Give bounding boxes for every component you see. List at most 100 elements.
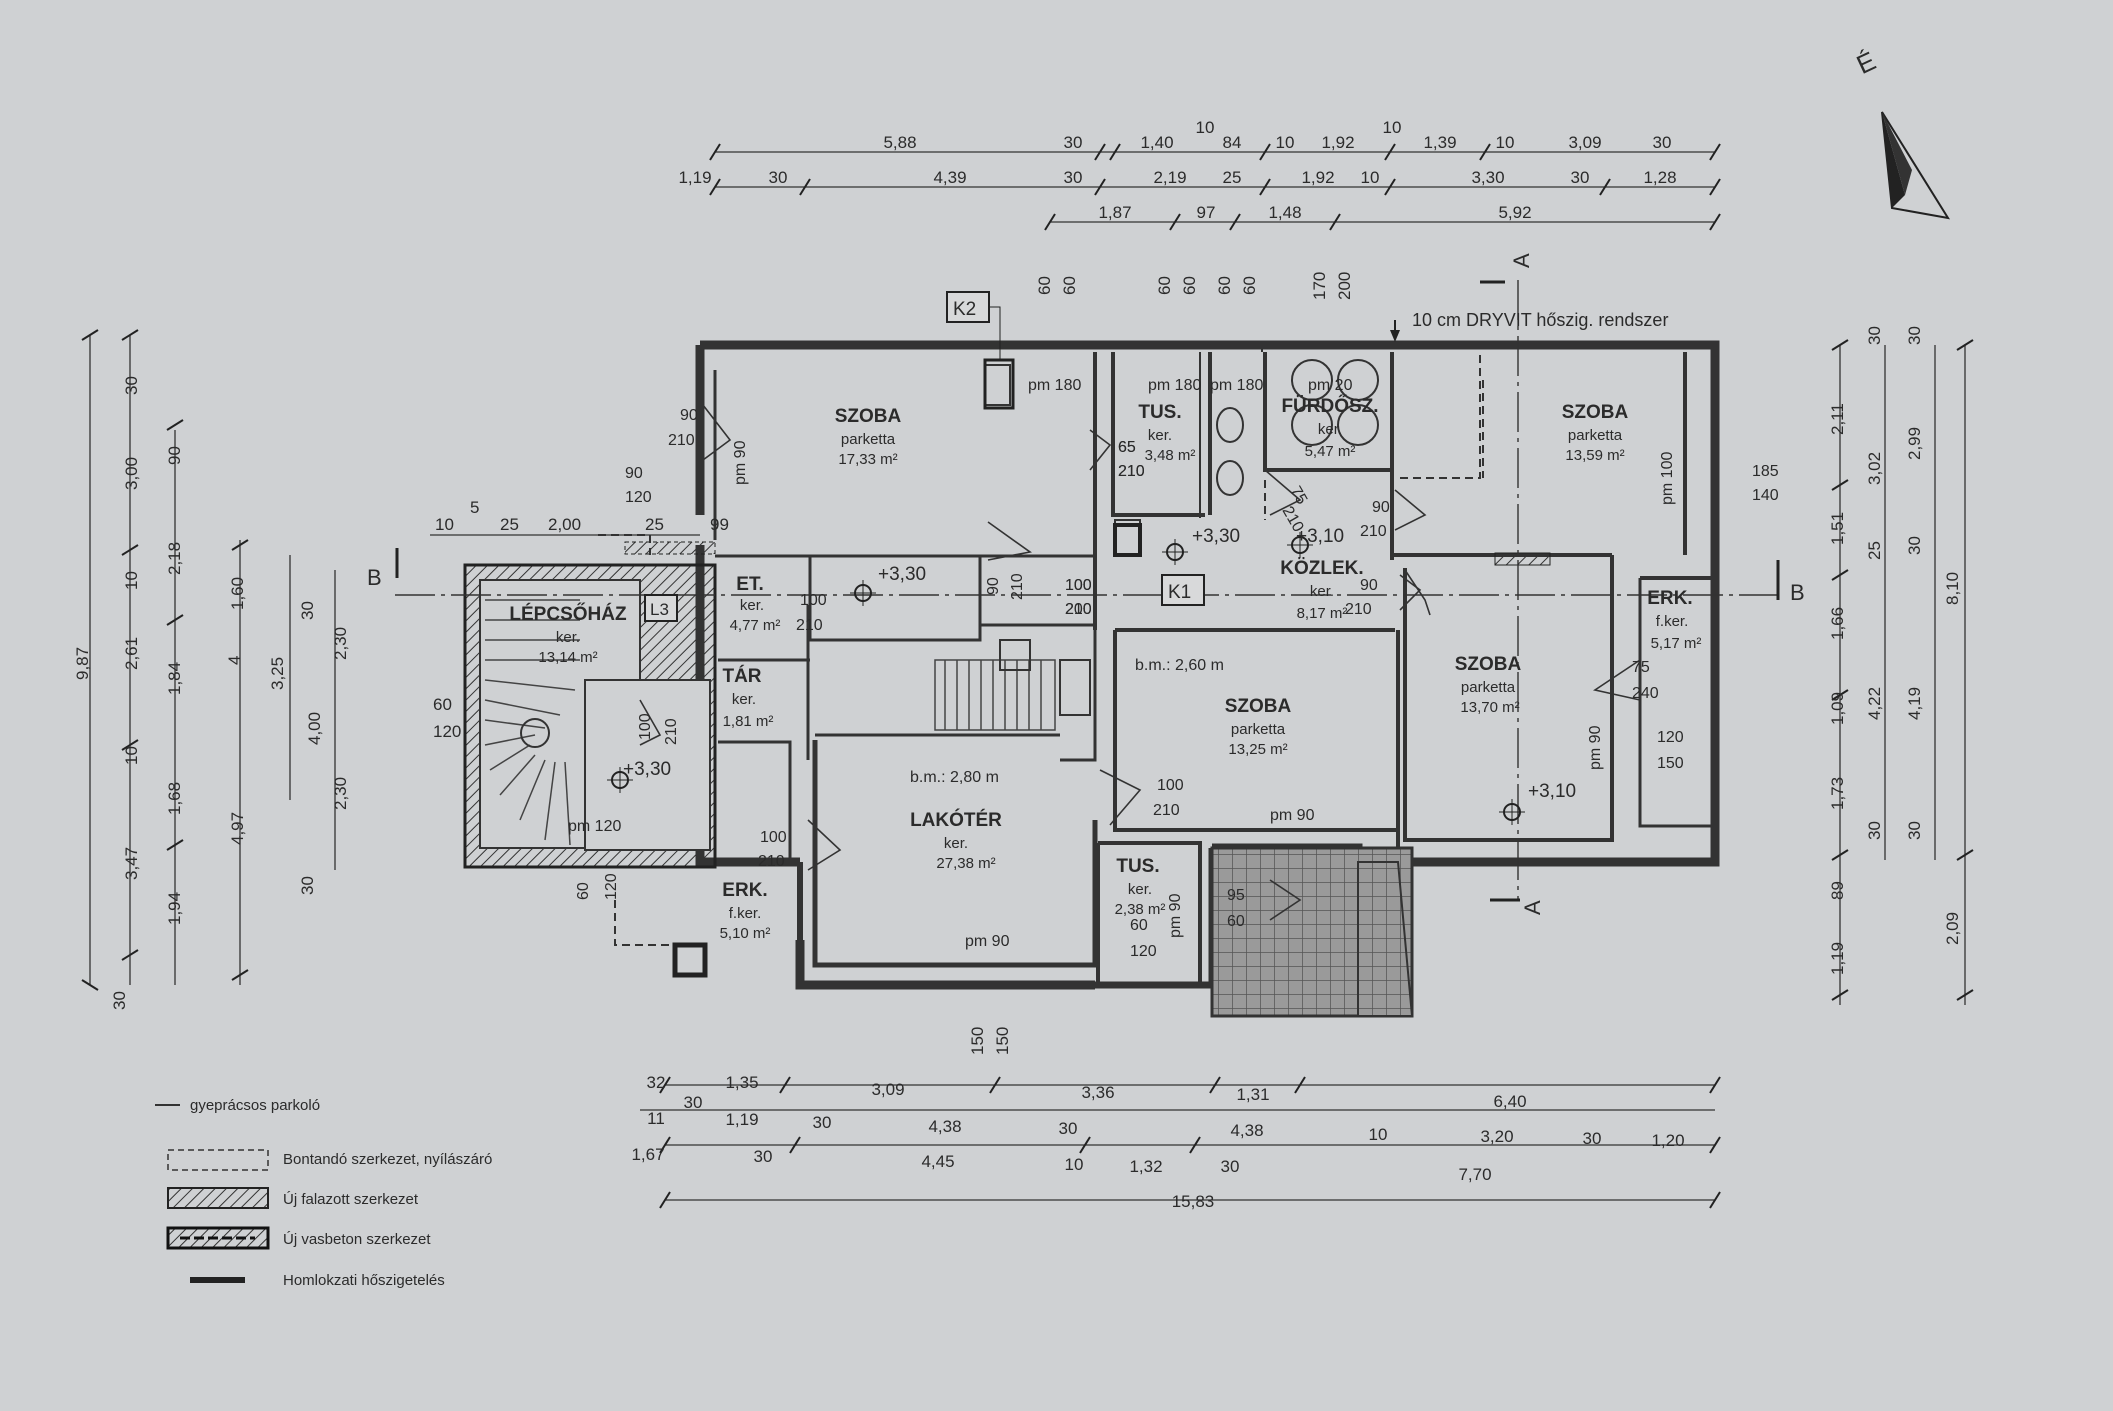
svg-text:4,38: 4,38 <box>928 1117 961 1136</box>
svg-text:10: 10 <box>1496 133 1515 152</box>
svg-text:1,39: 1,39 <box>1423 133 1456 152</box>
svg-text:3,00: 3,00 <box>122 457 141 490</box>
svg-text:1,66: 1,66 <box>1828 607 1847 640</box>
left-dimensions: 9,87 30 3,00 10 2,61 10 3,47 30 90 2,18 … <box>73 376 350 1010</box>
svg-text:32: 32 <box>647 1073 666 1092</box>
room-erkely-west: ERK. f.ker. 5,10 m² <box>720 880 771 942</box>
room-lakoter: LAKÓTÉR ker. 27,38 m² <box>910 809 1002 872</box>
svg-text:100: 100 <box>1065 577 1092 594</box>
section-label: B <box>367 565 382 590</box>
svg-text:30: 30 <box>122 376 141 395</box>
dimension-lines <box>89 151 1966 1201</box>
svg-text:2,61: 2,61 <box>122 637 141 670</box>
svg-text:1,68: 1,68 <box>165 782 184 815</box>
tag-k1: K1 <box>1161 574 1205 606</box>
room-szoba-4: SZOBA parketta 13,25 m² <box>1225 696 1292 758</box>
svg-text:+3,30: +3,30 <box>623 759 671 780</box>
level-marker: +3,30 <box>607 759 671 793</box>
svg-text:+3,10: +3,10 <box>1528 781 1576 802</box>
svg-text:10: 10 <box>1369 1125 1388 1144</box>
svg-text:3,47: 3,47 <box>122 847 141 880</box>
svg-text:2,11: 2,11 <box>1828 403 1847 435</box>
svg-text:10: 10 <box>435 515 454 534</box>
svg-text:ker.: ker. <box>944 835 968 852</box>
svg-text:4,45: 4,45 <box>921 1152 954 1171</box>
svg-text:1,35: 1,35 <box>725 1073 758 1092</box>
svg-text:210: 210 <box>1118 463 1145 480</box>
svg-text:65: 65 <box>1118 439 1136 456</box>
svg-text:89: 89 <box>1828 881 1847 900</box>
svg-text:1,28: 1,28 <box>1643 168 1676 187</box>
svg-text:4,00: 4,00 <box>305 712 324 745</box>
svg-text:1,92: 1,92 <box>1321 133 1354 152</box>
svg-text:100: 100 <box>800 592 827 609</box>
svg-text:60: 60 <box>1227 913 1245 930</box>
section-line-aa: A A <box>1480 253 1545 915</box>
svg-text:3,02: 3,02 <box>1865 452 1884 485</box>
ceiling-height: b.m.: 2,80 m <box>910 769 999 786</box>
svg-text:60: 60 <box>1060 276 1079 295</box>
svg-text:120: 120 <box>1130 943 1157 960</box>
svg-text:17,33 m²: 17,33 m² <box>838 451 897 468</box>
svg-text:2,30: 2,30 <box>331 777 350 810</box>
svg-text:75: 75 <box>1287 484 1311 508</box>
svg-text:parketta: parketta <box>1461 679 1516 696</box>
svg-text:f.ker.: f.ker. <box>1656 613 1689 630</box>
svg-text:150: 150 <box>968 1027 987 1055</box>
svg-text:150: 150 <box>1657 755 1684 772</box>
svg-text:pm 100: pm 100 <box>1659 452 1676 505</box>
svg-text:210: 210 <box>796 617 823 634</box>
svg-text:2,09: 2,09 <box>1943 912 1962 945</box>
svg-text:1,92: 1,92 <box>1301 168 1334 187</box>
right-dimensions: 2,11 1,51 1,66 1,09 1,73 89 1,19 30 3,02… <box>1828 326 1962 975</box>
north-label: É <box>1852 45 1880 80</box>
svg-text:pm 90: pm 90 <box>732 440 749 485</box>
level-marker: +3,30 <box>1162 526 1240 565</box>
svg-text:3,20: 3,20 <box>1480 1127 1513 1146</box>
svg-text:120: 120 <box>625 489 652 506</box>
svg-text:1,67: 1,67 <box>631 1145 664 1164</box>
top-dimensions: 5,88 30 1,40 10 84 10 1,92 10 1,39 10 3,… <box>678 118 1676 222</box>
svg-text:LAKÓTÉR: LAKÓTÉR <box>910 809 1002 831</box>
svg-text:1,19: 1,19 <box>678 168 711 187</box>
svg-text:7,70: 7,70 <box>1458 1165 1491 1184</box>
svg-text:95: 95 <box>1227 887 1245 904</box>
svg-text:30: 30 <box>1059 1119 1078 1138</box>
svg-text:ker.: ker. <box>556 629 580 646</box>
svg-text:4,38: 4,38 <box>1230 1121 1263 1140</box>
svg-text:1,87: 1,87 <box>1098 203 1131 222</box>
level-markers: +3,30 +3,30 +3,30 +3,10 +3,10 <box>607 526 1576 825</box>
svg-text:5,92: 5,92 <box>1498 203 1531 222</box>
svg-text:3,25: 3,25 <box>268 657 287 690</box>
svg-text:2,00: 2,00 <box>548 515 581 534</box>
svg-text:210: 210 <box>663 718 680 745</box>
svg-text:15,83: 15,83 <box>1172 1192 1215 1211</box>
svg-text:2,19: 2,19 <box>1153 168 1186 187</box>
svg-text:parketta: parketta <box>1231 721 1286 738</box>
svg-text:210: 210 <box>758 853 785 870</box>
svg-text:60: 60 <box>1180 276 1199 295</box>
svg-text:30: 30 <box>1583 1129 1602 1148</box>
room-tar: TÁR ker. 1,81 m² <box>722 665 773 730</box>
svg-text:pm 120: pm 120 <box>568 818 621 835</box>
svg-text:210: 210 <box>1153 802 1180 819</box>
svg-text:10: 10 <box>1196 118 1215 137</box>
svg-text:97: 97 <box>1197 203 1216 222</box>
svg-text:11: 11 <box>647 1109 665 1128</box>
svg-text:170: 170 <box>1310 272 1329 300</box>
section-label: B <box>1790 580 1805 605</box>
svg-text:3,09: 3,09 <box>1568 133 1601 152</box>
dimension-ticks <box>81 143 1974 1209</box>
svg-text:10: 10 <box>1276 133 1295 152</box>
svg-text:100: 100 <box>760 829 787 846</box>
svg-text:1,51: 1,51 <box>1828 512 1847 545</box>
svg-text:60: 60 <box>1035 276 1054 295</box>
svg-text:ker.: ker. <box>1128 881 1152 898</box>
svg-text:30: 30 <box>298 876 317 895</box>
svg-text:1,84: 1,84 <box>165 662 184 695</box>
level-marker: +3,10 <box>1499 781 1576 825</box>
parapet-labels: pm 180 pm 180 pm 180 pm 20 pm 100 pm 90 … <box>568 377 1676 950</box>
svg-text:ker.: ker. <box>1318 421 1342 438</box>
svg-text:120: 120 <box>1657 729 1684 746</box>
